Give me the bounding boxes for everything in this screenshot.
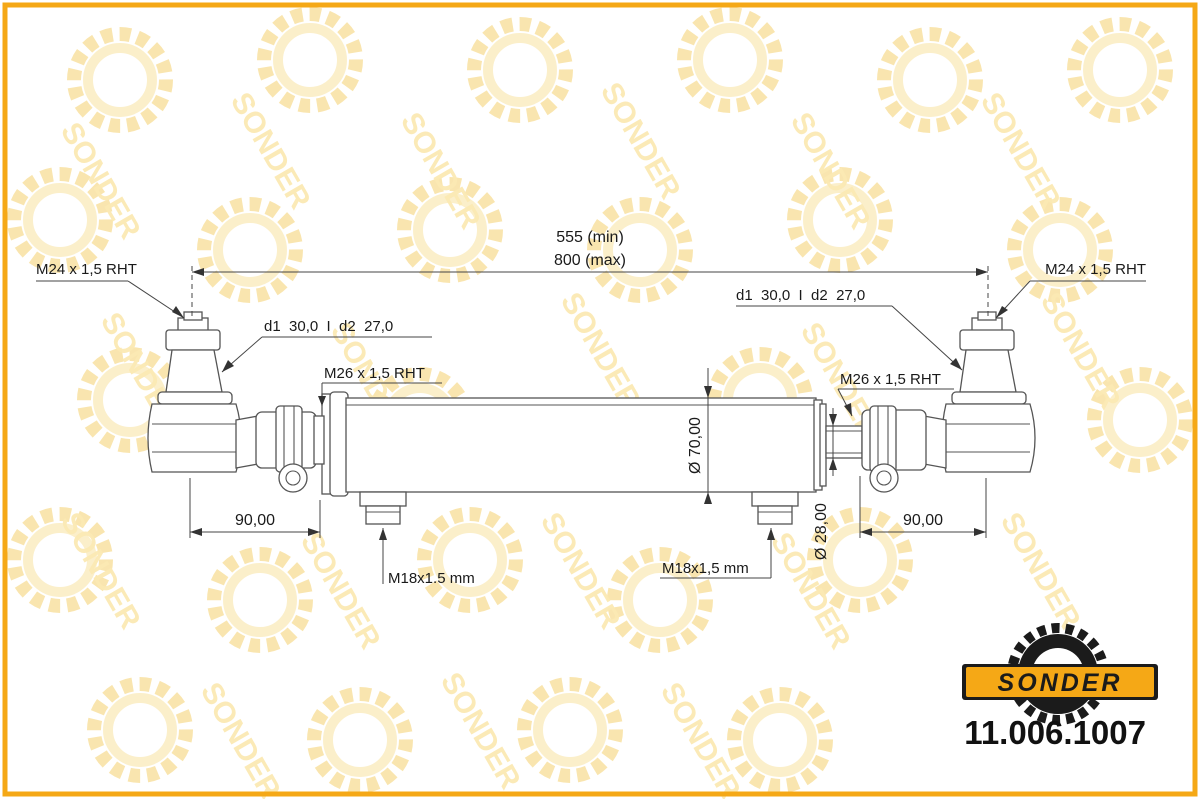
length-max-label: 800 (max): [554, 252, 626, 269]
tie-rod-assembly: [147, 311, 1036, 525]
watermark-word: SONDER: [974, 87, 1067, 215]
watermark-word: SONDER: [394, 107, 487, 235]
port-left-label: M18x1.5 mm: [388, 570, 475, 587]
watermark-word: SONDER: [1034, 287, 1127, 415]
thread-rod-left-label: M26 x 1,5 RHT: [324, 365, 425, 382]
piston-rod: [825, 425, 863, 459]
dimension-labels: 555 (min) 800 (max) M24 x 1,5 RHT M24 x …: [36, 229, 1146, 587]
logo-text: SONDER: [998, 669, 1123, 697]
thread-right-label: M24 x 1,5 RHT: [1045, 261, 1146, 278]
watermark-word: SONDER: [594, 77, 687, 205]
diameter-rod-label: Ø 28,00: [813, 503, 830, 560]
length-min-label: 555 (min): [556, 229, 624, 246]
end-length-left-label: 90,00: [235, 512, 275, 529]
watermark-word: SONDER: [554, 287, 647, 415]
thread-left-label: M24 x 1,5 RHT: [36, 261, 137, 278]
left-tie-rod-end: [147, 311, 325, 493]
cylinder-body: [321, 391, 827, 525]
bore-right-label: d1 30,0 I d2 27,0: [736, 287, 865, 304]
watermark-word: SONDER: [194, 677, 287, 799]
end-length-right-label: 90,00: [903, 512, 943, 529]
right-tie-rod-end: [861, 311, 1036, 493]
watermark-word: SONDER: [994, 507, 1087, 635]
watermark-word: SONDER: [534, 507, 627, 635]
thread-rod-right-label: M26 x 1,5 RHT: [840, 371, 941, 388]
sonder-logo: SONDER: [962, 623, 1158, 725]
diameter-body-label: Ø 70,00: [687, 417, 704, 474]
part-number: 11.006.1007: [964, 714, 1146, 751]
port-right-label: M18x1,5 mm: [662, 560, 749, 577]
dimension-lines: [36, 266, 1146, 584]
bore-left-label: d1 30,0 I d2 27,0: [264, 318, 393, 335]
watermark-word: SONDER: [434, 667, 527, 795]
